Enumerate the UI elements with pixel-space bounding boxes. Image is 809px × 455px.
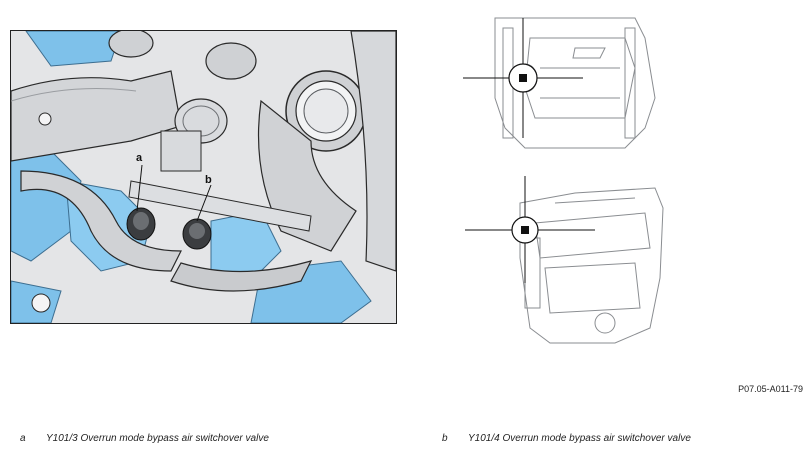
engine-side-view [519, 187, 664, 344]
callout-b-label: b [205, 174, 212, 186]
legend-key: a [20, 433, 26, 444]
callout-a-label: a [136, 152, 143, 164]
engine-bay-illustration [10, 30, 397, 324]
legend-text: Y101/4 Overrun mode bypass air switchove… [468, 433, 691, 444]
legend-item-a: a Y101/3 Overrun mode bypass air switchov… [20, 433, 269, 444]
legend-key: b [442, 433, 448, 444]
legend-text: Y101/3 Overrun mode bypass air switchove… [46, 433, 269, 444]
location-diagram [455, 8, 665, 348]
legend-item-b: b Y101/4 Overrun mode bypass air switchov… [442, 433, 691, 444]
figure-reference-id: P07.05-A011-79 [738, 384, 803, 394]
